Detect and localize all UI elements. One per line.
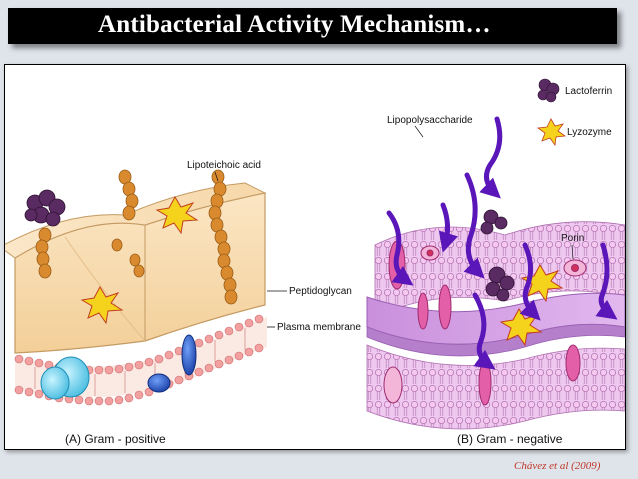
caption-gram-positive: (A) Gram - positive (65, 432, 166, 446)
gram-negative-illustration: Lipopolysaccharide Porin (B) Gram - nega… (366, 115, 626, 446)
label-lipoteichoic-acid: Lipoteichoic acid (187, 160, 261, 171)
legend: Lactoferrin Lyzozyme (536, 78, 612, 147)
title-bar: Antibacterial Activity Mechanism… (8, 8, 617, 44)
gp-membrane-proteins (40, 334, 197, 400)
legend-lactoferrin-icon (537, 78, 560, 103)
legend-lyzozyme-label: Lyzozyme (567, 127, 612, 138)
citation-credit: Chávez et al (2009) (514, 460, 601, 472)
label-peptidoglycan: Peptidoglycan (289, 286, 352, 297)
label-lipopolysaccharide: Lipopolysaccharide (387, 115, 473, 126)
caption-gram-negative: (B) Gram - negative (457, 432, 563, 446)
lyzozyme-burst-a1 (155, 195, 199, 235)
label-porin: Porin (561, 233, 584, 244)
diagram-canvas: Lipoteichoic acid Peptidoglycan Plasma m… (0, 78, 626, 446)
gn-lps-arrows (386, 116, 618, 370)
lyzozyme-burst-b1 (520, 263, 564, 303)
label-plasma-membrane: Plasma membrane (277, 322, 361, 333)
lyzozyme-burst-a2 (80, 285, 124, 325)
legend-lactoferrin-label: Lactoferrin (565, 86, 612, 97)
lactoferrin-molecule-a (24, 189, 66, 227)
legend-lyzozyme-icon (536, 118, 567, 147)
diagram-frame: Lipoteichoic acid Peptidoglycan Plasma m… (0, 64, 626, 450)
lactoferrin-molecule-b (480, 209, 515, 302)
slide-title: Antibacterial Activity Mechanism… (98, 11, 491, 38)
gn-inner-membrane (366, 344, 626, 430)
gram-positive-illustration: Lipoteichoic acid Peptidoglycan Plasma m… (0, 160, 361, 446)
gp-teichoic-chains (35, 169, 238, 305)
